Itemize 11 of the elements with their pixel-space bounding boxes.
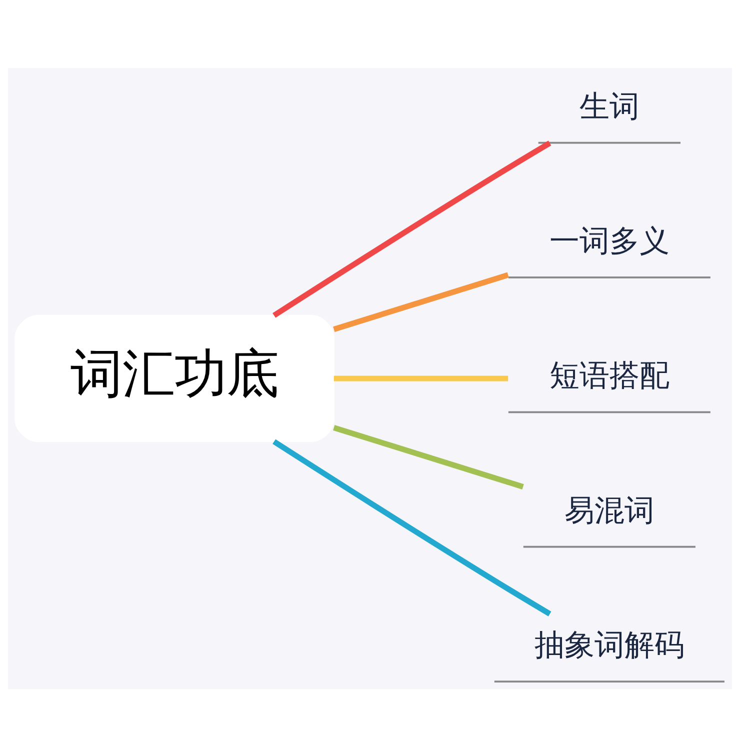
node-text: 一词多义	[549, 223, 670, 258]
node-text: 短语搭配	[549, 358, 670, 394]
connector	[272, 438, 552, 616]
node-text: 抽象词解码	[534, 627, 684, 662]
connector	[333, 272, 509, 332]
connector	[333, 424, 524, 489]
node-text: 生词	[579, 88, 640, 124]
connector	[334, 375, 508, 381]
node-text: 易混词	[564, 492, 654, 528]
connector	[272, 140, 552, 318]
node-box: 词汇功底	[14, 314, 334, 442]
